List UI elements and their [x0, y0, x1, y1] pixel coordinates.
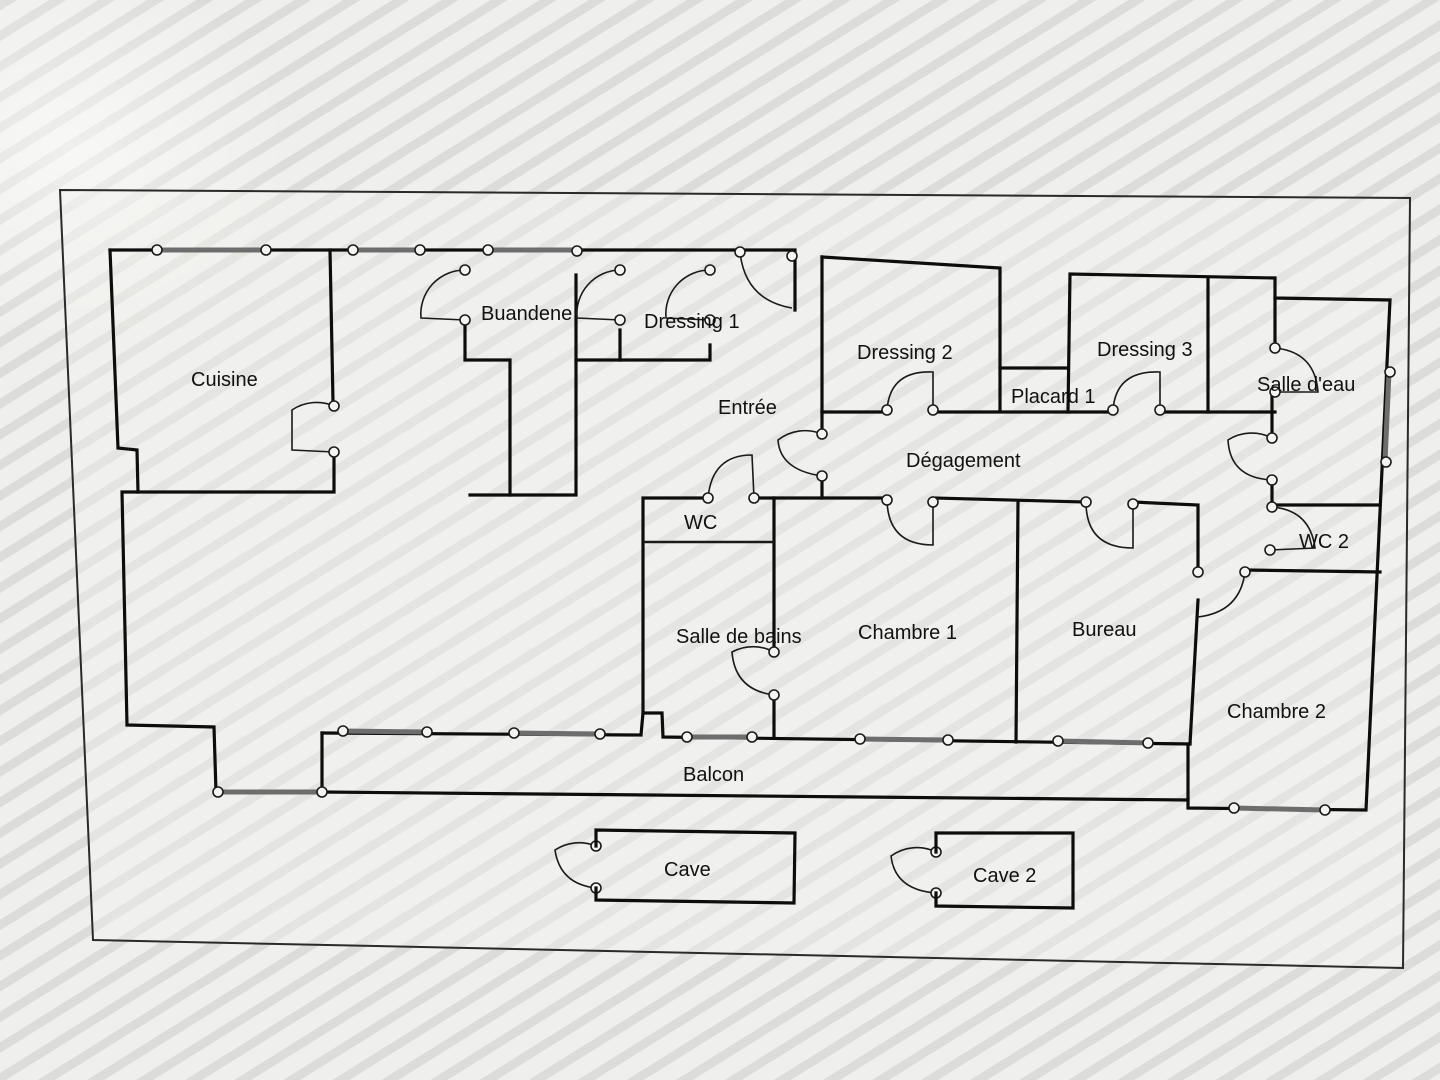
room-label-placard1: Placard 1: [1011, 386, 1096, 408]
room-label-buanderie: Buandene: [481, 303, 572, 325]
room-label-dressing1: Dressing 1: [644, 311, 740, 333]
kitchen-wall-east: [328, 248, 335, 404]
cave-outline: [594, 828, 797, 905]
room-label-chambre1: Chambre 1: [858, 622, 957, 644]
screen-glare: [0, 0, 290, 340]
exterior-wall-south: [320, 790, 1190, 802]
doors: [291, 251, 1319, 894]
laundry-wall: [463, 320, 512, 497]
laundry-wall-east: [508, 273, 578, 497]
room-label-wc: WC: [684, 512, 717, 534]
corridor-south-wall-3: [1131, 500, 1200, 572]
room-label-cave2: Cave 2: [973, 865, 1036, 887]
wc-wall: [641, 496, 710, 715]
room-label-chambre2: Chambre 2: [1227, 701, 1326, 723]
room-label-cuisine: Cuisine: [191, 369, 258, 391]
floor-plan: Cuisine Buandene Dressing 1 Entrée Dress…: [108, 244, 1396, 910]
room-label-wc2: WC 2: [1299, 531, 1349, 553]
exterior-wall-north: [108, 248, 797, 312]
wc2-wall-bottom: [1243, 568, 1382, 574]
room-label-entree: Entrée: [718, 397, 777, 419]
room-label-salle-de-bains: Salle de bains: [676, 626, 802, 648]
room-label-salle-eau: Salle d'eau: [1257, 374, 1355, 396]
dressing1-wall-east: [618, 343, 712, 362]
cave2-outline: [934, 831, 1075, 910]
room-label-dressing3: Dressing 3: [1097, 339, 1193, 361]
corridor-south-wall-2: [931, 496, 1087, 504]
room-label-degagement: Dégagement: [906, 450, 1021, 472]
room-label-bureau: Bureau: [1072, 619, 1137, 641]
kitchen-wall-east-lower: [136, 451, 336, 494]
north-wing-wall: [820, 255, 1002, 412]
windows: [157, 247, 1392, 813]
room-label-balcon: Balcon: [683, 764, 744, 786]
room-label-dressing2: Dressing 2: [857, 342, 953, 364]
room-label-cave: Cave: [664, 859, 711, 881]
chambre1-wall-east: [1014, 500, 1020, 744]
hinge-markers: [151, 244, 1396, 899]
bureau-wall-east: [1188, 598, 1200, 746]
document-frame: [58, 188, 1412, 970]
